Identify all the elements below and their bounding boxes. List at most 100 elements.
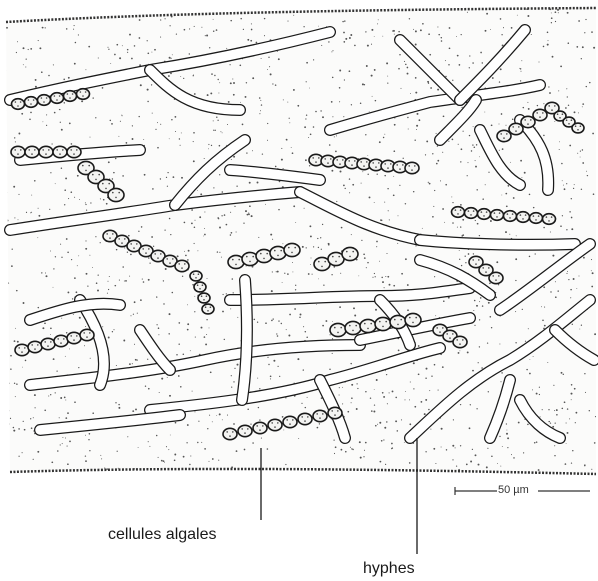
stipple-dot: [130, 254, 132, 256]
stipple-dot: [501, 195, 502, 196]
stipple-dot: [576, 288, 577, 289]
stipple-dot: [14, 137, 15, 138]
stipple-dot: [412, 6, 413, 7]
stipple-dot: [368, 471, 369, 472]
algal-cell: [284, 243, 300, 256]
stipple-dot: [343, 116, 344, 117]
stipple-dot: [107, 293, 108, 294]
stipple-dot: [133, 6, 135, 8]
stipple-dot: [389, 392, 390, 393]
algal-cell-granule: [203, 299, 205, 301]
algal-cell: [405, 313, 421, 326]
stipple-dot: [381, 277, 383, 279]
stipple-dot: [591, 286, 593, 288]
stipple-dot: [335, 151, 337, 153]
stipple-dot: [22, 5, 24, 7]
stipple-dot: [442, 366, 444, 368]
algal-cell: [41, 338, 55, 349]
stipple-dot: [56, 370, 57, 371]
stipple-dot: [122, 266, 124, 268]
stipple-dot: [127, 252, 128, 253]
stipple-dot: [125, 280, 127, 282]
stipple-dot: [478, 464, 480, 466]
stipple-dot: [252, 442, 254, 444]
stipple-dot: [164, 462, 165, 463]
stipple-dot: [529, 373, 531, 375]
stipple-dot: [23, 47, 25, 49]
stipple-dot: [140, 299, 142, 301]
stipple-dot: [322, 224, 323, 225]
algal-cell-granule: [76, 335, 78, 337]
stipple-dot: [566, 88, 567, 89]
stipple-dot: [560, 65, 562, 67]
stipple-dot: [178, 322, 180, 324]
algal-cell-granule: [324, 261, 326, 263]
stipple-dot: [246, 266, 247, 267]
stipple-dot: [102, 326, 103, 327]
algal-cell-granule: [118, 238, 120, 240]
algal-cell: [268, 419, 282, 430]
stipple-dot: [501, 34, 502, 35]
stipple-dot: [340, 449, 342, 451]
stipple-dot: [51, 461, 53, 463]
algal-cell-granule: [327, 162, 329, 164]
algal-cell-granule: [301, 416, 303, 418]
stipple-dot: [555, 21, 556, 22]
stipple-dot: [69, 123, 71, 125]
stipple-dot: [219, 227, 221, 229]
stipple-dot: [303, 26, 304, 27]
stipple-dot: [218, 218, 219, 219]
stipple-dot: [582, 106, 583, 107]
algal-cell-granule: [331, 410, 333, 412]
stipple-dot: [236, 450, 238, 452]
stipple-dot: [194, 296, 195, 297]
stipple-dot: [180, 145, 181, 146]
stipple-dot: [193, 75, 194, 76]
stipple-dot: [230, 82, 232, 84]
stipple-dot: [304, 208, 305, 209]
stipple-dot: [12, 249, 13, 250]
stipple-dot: [61, 318, 62, 319]
stipple-dot: [148, 279, 150, 281]
stipple-dot: [270, 73, 272, 75]
stipple-dot: [567, 12, 569, 14]
stipple-dot: [475, 166, 477, 168]
stipple-dot: [29, 119, 31, 121]
stipple-dot: [571, 228, 573, 230]
stipple-dot: [428, 33, 430, 35]
stipple-dot: [163, 303, 164, 304]
stipple-dot: [351, 234, 352, 235]
stipple-dot: [148, 388, 150, 390]
stipple-dot: [293, 205, 295, 207]
stipple-dot: [199, 216, 201, 218]
stipple-dot: [332, 116, 333, 117]
stipple-dot: [316, 304, 317, 305]
stipple-dot: [391, 448, 392, 449]
stipple-dot: [461, 148, 463, 150]
stipple-dot: [191, 222, 193, 224]
stipple-dot: [329, 368, 331, 370]
stipple-dot: [394, 34, 395, 35]
algal-cell-granule: [121, 242, 123, 244]
stipple-dot: [62, 437, 63, 438]
stipple-dot: [325, 320, 327, 322]
stipple-dot: [580, 151, 581, 152]
stipple-dot: [382, 281, 384, 283]
algal-cell-granule: [348, 160, 350, 162]
stipple-dot: [282, 243, 283, 244]
stipple-dot: [415, 245, 416, 246]
stipple-dot: [194, 93, 196, 95]
stipple-dot: [230, 234, 232, 236]
algal-cell: [51, 93, 64, 104]
stipple-dot: [129, 363, 131, 365]
stipple-dot: [343, 185, 345, 187]
stipple-dot: [434, 190, 435, 191]
stipple-dot: [73, 314, 74, 315]
stipple-dot: [359, 441, 361, 443]
stipple-dot: [216, 29, 218, 31]
stipple-dot: [227, 415, 228, 416]
stipple-dot: [586, 86, 587, 87]
stipple-dot: [339, 306, 341, 308]
algal-cell-granule: [210, 306, 212, 308]
stipple-dot: [567, 271, 568, 272]
